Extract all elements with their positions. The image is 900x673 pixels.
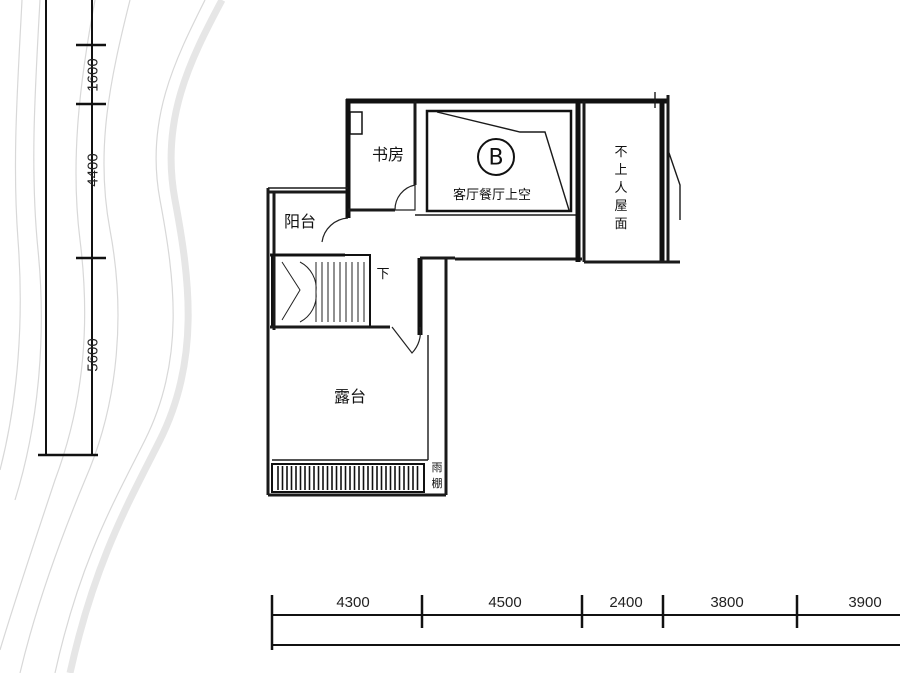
dim-h-1: 4300 xyxy=(336,594,369,611)
dim-v-1: 1600 xyxy=(85,58,102,91)
dim-h-4: 3800 xyxy=(710,594,743,611)
room-study-label: 书房 xyxy=(372,145,404,164)
stair-down-label: 下 xyxy=(376,267,389,282)
stair-landing xyxy=(281,261,317,323)
zone-marker: B xyxy=(477,138,515,176)
staircase xyxy=(281,261,365,323)
roof-char-1: 不 xyxy=(614,145,627,160)
dim-h-3: 2400 xyxy=(609,594,642,611)
dim-h-2: 4500 xyxy=(488,594,521,611)
canopy-char-1: 雨 xyxy=(432,461,443,474)
room-canopy-label: 雨 棚 xyxy=(432,461,443,490)
canopy-char-2: 棚 xyxy=(432,476,443,490)
roof-char-2: 上 xyxy=(614,163,627,178)
room-balcony-label: 阳台 xyxy=(284,212,316,231)
roof-char-4: 屋 xyxy=(614,199,627,214)
roof-char-5: 面 xyxy=(614,217,627,232)
room-roof-label: 不 上 人 屋 面 xyxy=(614,145,627,232)
dim-v-2: 4400 xyxy=(85,153,102,186)
dim-v-3: 5600 xyxy=(85,338,102,371)
dim-h-5: 3900 xyxy=(848,594,881,611)
door-swings xyxy=(321,184,422,354)
room-terrace-label: 露台 xyxy=(334,387,366,406)
terrain-contours xyxy=(0,0,226,673)
zone-marker-label: B xyxy=(488,146,503,171)
horizontal-dimension-line: 4300 4500 2400 3800 3900 xyxy=(270,594,900,650)
room-double-height-label: 客厅餐厅上空 xyxy=(453,187,531,203)
vertical-dimension-line: 1600 4400 5600 xyxy=(38,0,106,457)
roof-char-3: 人 xyxy=(614,181,627,196)
canopy-hatch xyxy=(271,463,425,493)
building-walls xyxy=(266,92,681,497)
